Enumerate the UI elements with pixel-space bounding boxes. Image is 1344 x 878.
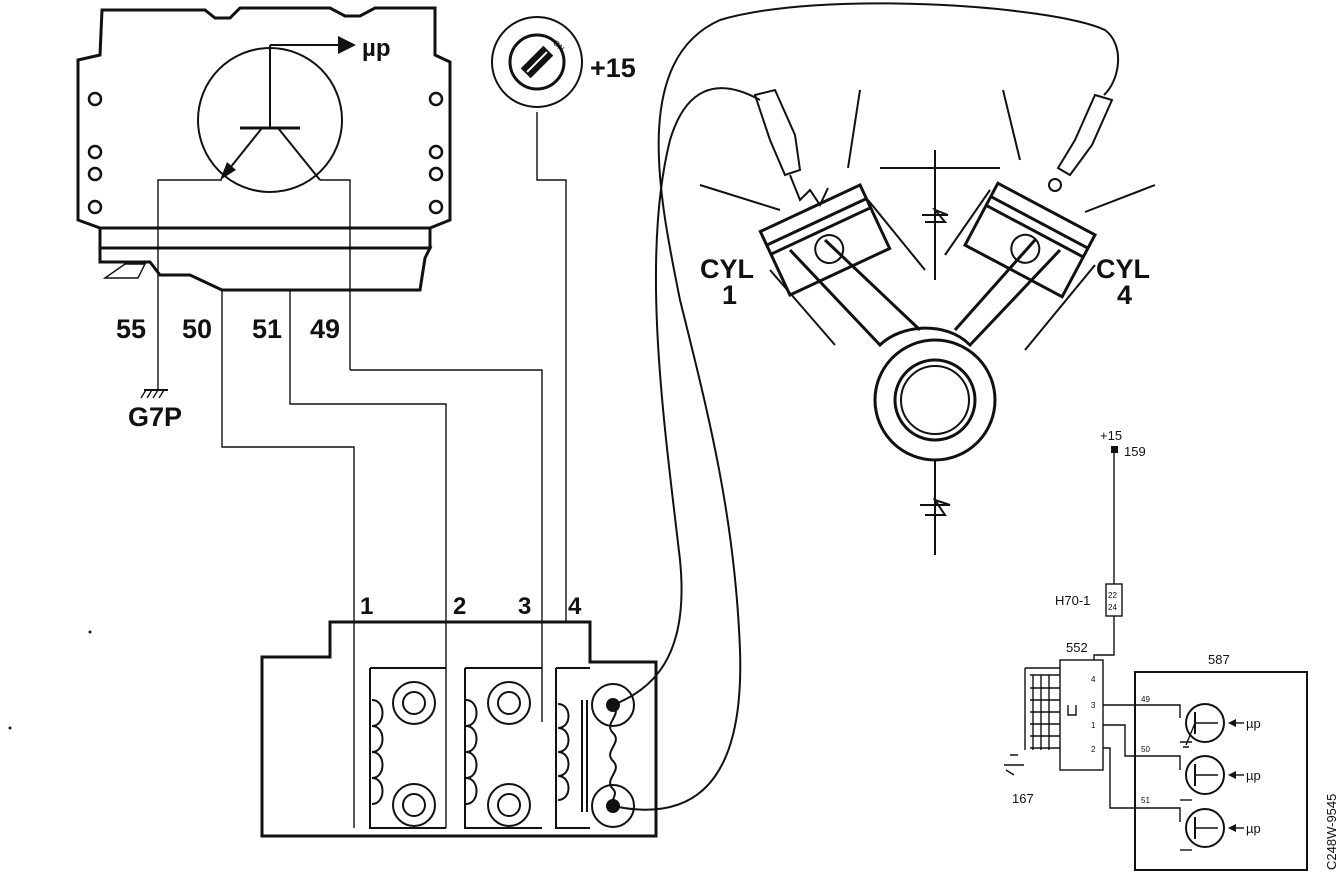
ecu-pin-51: 51 [252, 314, 282, 344]
ecu-pin-labels: 55 50 51 49 [116, 314, 340, 344]
cyl-left-number: 1 [722, 280, 737, 310]
cyl-left-label: CYL [700, 254, 754, 284]
coil-terminal-2: 2 [453, 593, 466, 620]
coil-terminal-labels: 1 2 3 4 [360, 593, 582, 620]
connector-pin-b: 24 [1108, 603, 1117, 612]
ignition-switch-icon: ON [491, 16, 583, 108]
module-552-coil-windings-icon [1004, 667, 1060, 776]
detail-inset: +15 159 22 24 H70-1 552 4 3 1 2 [1004, 428, 1308, 871]
module-587-pin-51: 51 [1141, 796, 1150, 805]
detail-supply-label: +15 [1100, 428, 1122, 443]
module-587-output-2: µp [1246, 768, 1261, 783]
ecu-to-coil-wires [221, 112, 567, 828]
coil-terminal-3: 3 [518, 593, 531, 620]
ground-ref-label: 167 [1012, 791, 1034, 806]
module-587-pin-49: 49 [1141, 695, 1150, 704]
spark-plug-cyl4-icon [1048, 93, 1114, 192]
ground-symbol-icon [140, 389, 168, 399]
module-552-pin-3: 3 [1091, 701, 1096, 710]
detail-supply-node: 159 [1124, 444, 1146, 459]
coil-terminal-4: 4 [568, 593, 582, 620]
module-587-output-1: µp [1246, 716, 1261, 731]
ignition-supply-label: +15 [590, 53, 636, 83]
cyl-right-label: CYL [1096, 254, 1150, 284]
ground-label: G7P [128, 402, 182, 432]
ht-leads [612, 2, 1119, 811]
ecu-output-transistor-icon [197, 36, 356, 193]
cyl-right-number: 4 [1117, 280, 1132, 310]
module-587-pin-50: 50 [1141, 745, 1150, 754]
module-587-output-3: µp [1246, 821, 1261, 836]
ecu-module: µp [76, 6, 452, 390]
ecu-pin-50: 50 [182, 314, 212, 344]
connector-label: H70-1 [1055, 593, 1090, 608]
figure-code: C248W-9545 [1324, 794, 1339, 870]
ecu-pin-49: 49 [310, 314, 340, 344]
spark-plug-cyl1-icon [753, 88, 829, 208]
module-552-pin-1: 1 [1091, 721, 1096, 730]
module-552-pin-2: 2 [1091, 745, 1096, 754]
module-552-label: 552 [1066, 640, 1088, 655]
ecu-mount-holes [87, 91, 444, 215]
engine-v-cylinders [699, 88, 1156, 555]
module-587-label: 587 [1208, 652, 1230, 667]
connector-pin-a: 22 [1108, 591, 1117, 600]
coil-pack [260, 620, 658, 838]
cylinder-labels: CYL 1 CYL 4 [700, 254, 1150, 310]
ecu-pin-55: 55 [116, 314, 146, 344]
module-552-pin-4: 4 [1091, 675, 1096, 684]
ecu-output-label: µp [362, 35, 391, 62]
coil-terminal-1: 1 [360, 593, 373, 620]
module-587-transistors-icon [1180, 703, 1225, 851]
